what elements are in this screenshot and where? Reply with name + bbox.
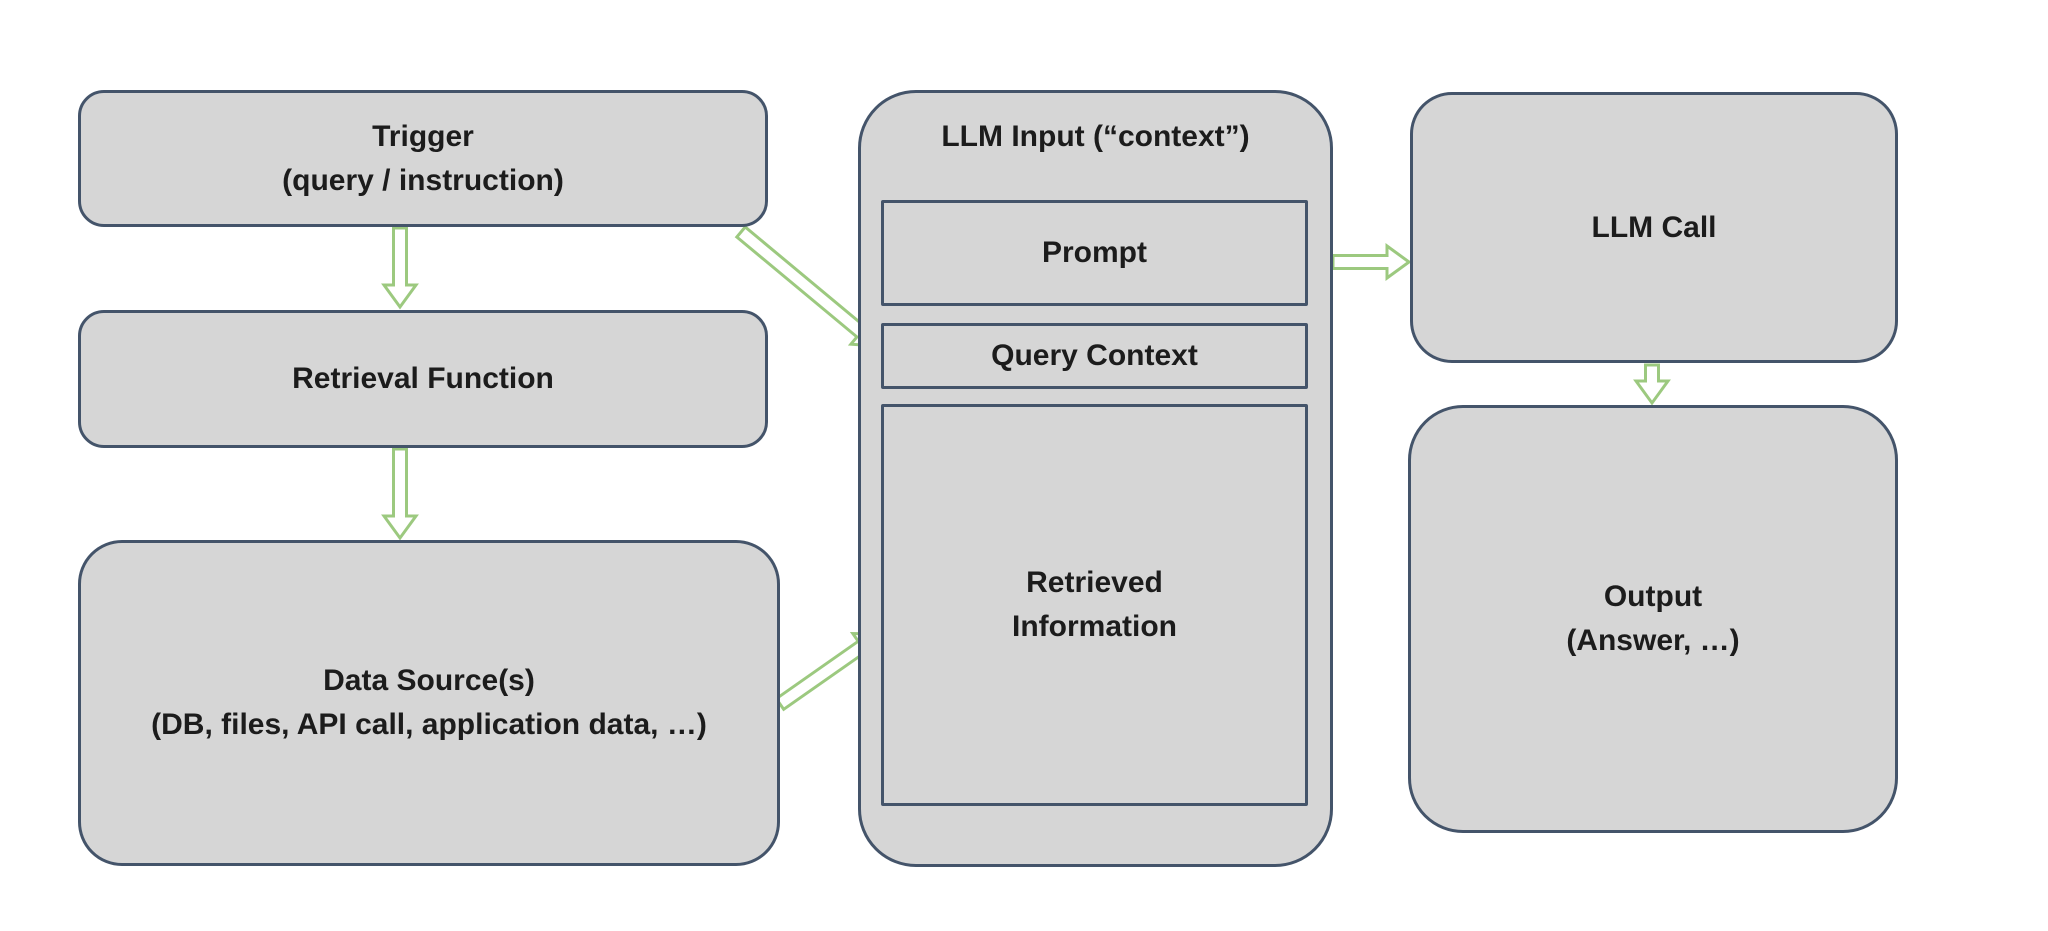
node-trigger-label-line2: (query / instruction) xyxy=(282,163,564,197)
node-llm-call-label: LLM Call xyxy=(1591,210,1717,244)
node-query-context: Query Context xyxy=(881,323,1308,389)
arrow-trigger-to-retrieval-function xyxy=(381,226,419,310)
arrow-llm-call-to-output xyxy=(1633,363,1671,406)
node-prompt: Prompt xyxy=(881,200,1308,306)
node-retrieval-function-label: Retrieval Function xyxy=(292,362,554,395)
node-output-label-line2: (Answer, …) xyxy=(1566,624,1740,657)
node-data-sources: Data Source(s) (DB, files, API call, app… xyxy=(78,540,780,866)
node-prompt-label: Prompt xyxy=(1042,236,1147,269)
node-retrieved-information: Retrieved Information xyxy=(881,404,1308,806)
node-output: Output (Answer, …) xyxy=(1408,405,1898,833)
node-retrieval-function: Retrieval Function xyxy=(78,310,768,448)
node-query-context-label: Query Context xyxy=(991,339,1198,372)
arrow-retrieval-function-to-data-sources xyxy=(381,447,419,541)
node-retrieved-information-label-line2: Information xyxy=(1012,610,1177,643)
node-data-sources-label-line2: (DB, files, API call, application data, … xyxy=(151,708,707,741)
node-llm-call: LLM Call xyxy=(1410,92,1898,363)
node-retrieved-information-label-line1: Retrieved xyxy=(1026,566,1163,599)
node-output-label-line1: Output xyxy=(1603,580,1703,613)
arrow-llm-input-to-llm-call xyxy=(1331,243,1412,281)
node-llm-input-title: LLM Input (“context”) xyxy=(941,120,1250,153)
node-data-sources-label-line1: Data Source(s) xyxy=(323,664,535,697)
node-trigger: Trigger (query / instruction) xyxy=(78,90,768,227)
node-trigger-label-line1: Trigger xyxy=(372,119,474,153)
